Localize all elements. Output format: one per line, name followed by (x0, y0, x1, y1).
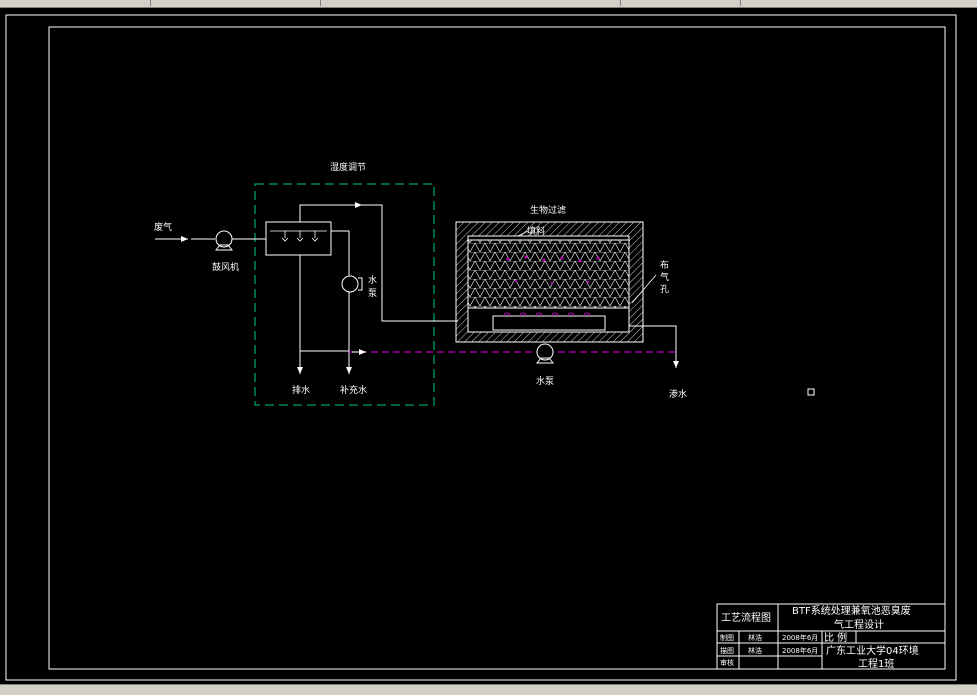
title-block (716, 603, 946, 670)
cursor-pickbox (807, 388, 815, 396)
packing-dots (506, 255, 600, 285)
biofilter-tank[interactable] (455, 221, 644, 343)
row2-name: 林浩 (748, 646, 762, 655)
toolbar-segment (150, 0, 321, 6)
row2-role: 描图 (720, 646, 734, 655)
drain-label: 排水 (292, 384, 310, 396)
row1-role: 制图 (720, 633, 734, 642)
packing-label: 填料 (527, 225, 545, 237)
makeup-water-label: 补充水 (340, 384, 367, 396)
pump-bottom-icon[interactable] (535, 343, 555, 364)
row1-name: 林浩 (748, 633, 762, 642)
waste-gas-label: 废气 (154, 221, 172, 233)
toolbar-segment (620, 0, 741, 6)
pump-left-label-1: 水 (368, 274, 377, 286)
org-line1: 广东工业大学04环境 (826, 644, 919, 657)
drawing-type: 工艺流程图 (721, 611, 771, 624)
blower-icon[interactable] (214, 230, 234, 251)
packing-leader (517, 230, 529, 237)
humidifier-unit[interactable] (265, 221, 332, 256)
inner-border (48, 26, 946, 670)
pump-bottom-label: 水泵 (536, 375, 554, 387)
gas-to-biofilter-pipe (299, 204, 458, 322)
scale-label: 比 例 (824, 631, 847, 644)
blower-label: 鼓风机 (212, 261, 239, 273)
outer-border (5, 14, 957, 681)
toolbar-segment (320, 0, 621, 6)
leachate-outlet-pipe (629, 325, 679, 368)
org-line2: 工程1班 (858, 658, 894, 670)
row2-date: 2008年6月 (782, 646, 818, 655)
toolbar-segment (0, 0, 151, 6)
pump-left-icon[interactable] (341, 275, 363, 293)
aeration-leader (631, 274, 657, 304)
spray-water-pipe (331, 230, 350, 353)
status-strip (0, 684, 977, 695)
humidity-control-box (254, 183, 435, 406)
drawing-title-line2: 气工程设计 (834, 618, 884, 631)
aeration-label-1: 布 (660, 259, 669, 271)
aeration-label-2: 气 (660, 271, 669, 283)
biofilter-label: 生物过滤 (530, 204, 566, 216)
humidity-control-label: 湿度调节 (330, 161, 366, 173)
row3-role: 审核 (720, 658, 734, 667)
toolbar-strip (0, 0, 977, 8)
row1-date: 2008年6月 (782, 633, 818, 642)
aeration-label-3: 孔 (660, 284, 669, 295)
packing-media (468, 240, 629, 308)
drawing-title-line1: BTF系统处理兼氧池恶臭废 (792, 604, 911, 617)
aeration-pipe (492, 315, 606, 331)
leachate-label: 渗水 (669, 388, 687, 400)
aeration-holes (503, 312, 591, 317)
pump-left-label-2: 泵 (368, 288, 377, 299)
